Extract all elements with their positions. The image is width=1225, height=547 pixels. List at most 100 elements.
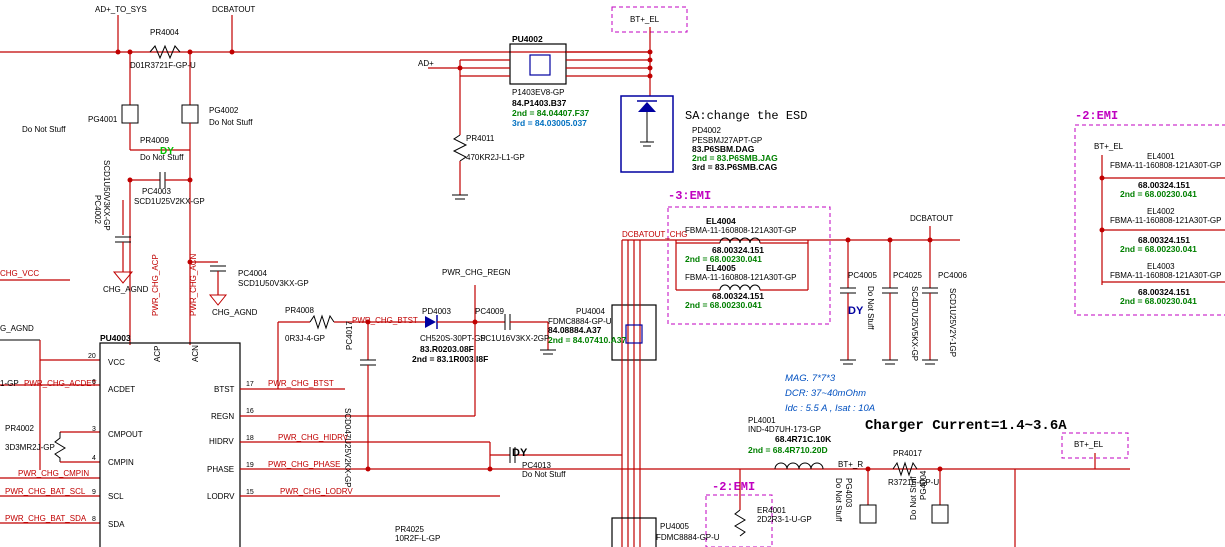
net-pwr-chg-phase: PWR_CHG_PHASE <box>268 460 340 469</box>
pc4002-ref: PC4002 <box>93 195 102 224</box>
el4001-pn: 68.00324.151 <box>1138 180 1190 190</box>
el4005-value: FBMA-11-160808-121A30T-GP <box>685 273 796 282</box>
pc4003-value: SCD1U25V2KX-GP <box>134 197 205 206</box>
pu4002-pn: 84.P1403.B37 <box>512 98 567 108</box>
el4001-ref: EL4001 <box>1147 152 1175 161</box>
el4001-value: FBMA-11-160808-121A30T-GP <box>1110 161 1221 170</box>
pin-vcc: VCC <box>108 358 125 367</box>
pc4009-ref: PC4009 <box>475 307 504 316</box>
pu4004-mosfet: PU4004 FDMC8884-GP-U 84.08884.A37 2nd = … <box>548 240 657 547</box>
pin-num-lodrv: 15 <box>246 489 254 496</box>
pin-phase: PHASE <box>207 465 234 474</box>
do-not-stuff-left: Do Not Stuff <box>22 125 66 134</box>
pl4001-inductor: PL4001 IND-4D7UH-173-GP 68.4R71C.10K 2nd… <box>748 416 863 470</box>
el4003-value: FBMA-11-160808-121A30T-GP <box>1110 271 1221 280</box>
net-bt-el-right: BT+_EL <box>1094 142 1124 151</box>
emi2-right-label: -2:EMI <box>1075 109 1118 123</box>
pc4009-cap: PC4009 SC1U16V3KX-2GP <box>475 307 556 355</box>
net-ad-to-sys: AD+_TO_SYS <box>95 5 147 14</box>
el4004-ref: EL4004 <box>706 216 736 226</box>
pu4003-ref: PU4003 <box>100 333 131 343</box>
pr4002-value: 3D3MR2J-GP <box>5 443 55 452</box>
pr4008-value: 0R3J-4-GP <box>285 334 325 343</box>
pin-hidrv: HIDRV <box>209 437 234 446</box>
emi3-block: -3:EMI DCBATOUT_CHG EL4004 FBMA-11-16080… <box>622 189 960 325</box>
pc4006-value: SCD1U25V2Y-1GP <box>948 288 957 357</box>
pc4017-cap: PC4017 SCD047U25V2KX-GP <box>343 321 376 488</box>
inductor-notes: MAG. 7*7*3 DCR: 37~40mOhm Idc : 5.5 A , … <box>785 373 1067 434</box>
net-pwr-chg-acn: PWR_CHG_ACN <box>189 254 198 316</box>
agnd-fragment: G_AGND <box>0 324 34 333</box>
pin-num-sda: 8 <box>92 516 96 523</box>
net-pwr-chg-btst-top: PWR_CHG_BTST <box>352 316 418 325</box>
pc4005-note: Do Not Stuff <box>866 286 875 330</box>
el4003-pn: 68.00324.151 <box>1138 287 1190 297</box>
pin-num-phase: 19 <box>246 462 254 469</box>
bt-el-bottom: BT+_EL <box>1014 432 1129 547</box>
pc4005-ref: PC4005 <box>848 271 877 280</box>
pc4002-value: SCD1U50V3KX-GP <box>102 160 111 231</box>
pc4017-value: SCD047U25V2KX-GP <box>343 408 352 488</box>
ic-right-wires: PWR_CHG_BTST PWR_CHG_HIDRV PWR_CHG_PHASE… <box>240 379 1130 497</box>
pc4013-note: Do Not Stuff <box>522 470 566 479</box>
el4005-ref: EL4005 <box>706 263 736 273</box>
pc4004-cap: PC4004 SCD1U50V3KX-GP CHG_AGND <box>187 259 309 317</box>
pd4002-third: 3rd = 83.P6SMB.CAG <box>692 162 778 172</box>
el4004-pn: 68.00324.151 <box>712 245 764 255</box>
el4002-pn: 68.00324.151 <box>1138 235 1190 245</box>
pr4017-resistor: PR4017 R3721F-GP-U PG4003 Do Not Stuff P… <box>834 449 949 524</box>
net-bt-el-top: BT+_EL <box>630 15 660 24</box>
net-pwr-chg-acp: PWR_CHG_ACP <box>151 254 160 316</box>
pr4017-ref: PR4017 <box>893 449 922 458</box>
pin-btst: BTST <box>214 385 235 394</box>
emi3-label: -3:EMI <box>668 189 711 203</box>
net-dcbatout-chg: DCBATOUT_CHG <box>622 230 688 239</box>
pin-acdet: ACDET <box>108 385 135 394</box>
dcbatout-right: DCBATOUT PC4005 Do Not Stuff DY PC4025 S… <box>840 214 967 365</box>
el4001-second: 2nd = 68.00230.041 <box>1120 189 1197 199</box>
pr4011-ref: PR4011 <box>466 134 495 143</box>
pin-num-btst: 17 <box>246 381 254 388</box>
pu4005-ref: PU4005 <box>660 522 689 531</box>
pin-lodrv: LODRV <box>207 492 235 501</box>
pu4005-value: FDMC8884-GP-U <box>656 533 720 542</box>
net-pwr-chg-lodrv: PWR_CHG_LODRV <box>280 487 353 496</box>
el4003-second: 2nd = 68.00230.041 <box>1120 296 1197 306</box>
pd4003-ref: PD4003 <box>422 307 451 316</box>
er4001-ref: ER4001 <box>757 506 786 515</box>
net-pwr-chg-regn: PWR_CHG_REGN <box>442 268 511 277</box>
pr4004-resistor: PR4004 D01R3721F-GP-U <box>130 28 196 70</box>
pu4002-mosfet: PU4002 AD+ P1403EV8-GP 84.P1403.B37 2nd … <box>418 34 650 128</box>
pu4004-second: 2nd = 84.07410.A37 <box>548 335 626 345</box>
charger-current-note: Charger Current=1.4~3.6A <box>865 418 1067 434</box>
pr4011-resistor: PR4011 470KR2J-L1-GP <box>452 80 525 200</box>
net-chg-agnd-1: CHG_AGND <box>103 285 149 294</box>
pc4003-cap: PC4003 SCD1U25V2KX-GP <box>127 172 205 206</box>
bt-el-top: BT+_EL <box>611 6 688 96</box>
pr4008-resistor: PR4008 0R3J-4-GP PWR_CHG_BTST <box>277 306 425 389</box>
pc4004-ref: PC4004 <box>238 269 267 278</box>
dy-label-1: DY <box>160 146 174 157</box>
pr4025-resistor: PR4025 10R2F-L-GP <box>395 525 440 543</box>
net-bt-r: BT+_R <box>838 460 863 469</box>
pin-num-scl: 9 <box>92 489 96 496</box>
pr4008-ref: PR4008 <box>285 306 314 315</box>
pl4001-value: IND-4D7UH-173-GP <box>748 425 821 434</box>
el4004-value: FBMA-11-160808-121A30T-GP <box>685 226 796 235</box>
pu4004-value: FDMC8884-GP-U <box>548 317 612 326</box>
emi2-bottom: -2:EMI ER4001 2D2R3-1-U-GP <box>705 469 812 547</box>
pin-num-hidrv: 18 <box>246 435 254 442</box>
pl4001-ref: PL4001 <box>748 416 776 425</box>
pc4017-ref: PC4017 <box>345 321 354 350</box>
pd4002-ref: PD4002 <box>692 126 721 135</box>
pr4009-resistor: PR4009 Do Not Stuff DY <box>130 136 190 162</box>
pd4003-second: 2nd = 83.1R003.I8F <box>412 354 488 364</box>
el4002-ref: EL4002 <box>1147 207 1175 216</box>
pin-scl: SCL <box>108 492 124 501</box>
pr4025-ref: PR4025 <box>395 525 424 534</box>
pu4005-mosfet: PU4005 FDMC8884-GP-U <box>611 517 720 547</box>
er4001-value: 2D2R3-1-U-GP <box>757 515 812 524</box>
el4002-value: FBMA-11-160808-121A30T-GP <box>1110 216 1221 225</box>
net-bt-el-bottom: BT+_EL <box>1074 440 1104 449</box>
pin-cmpout: CMPOUT <box>108 430 143 439</box>
